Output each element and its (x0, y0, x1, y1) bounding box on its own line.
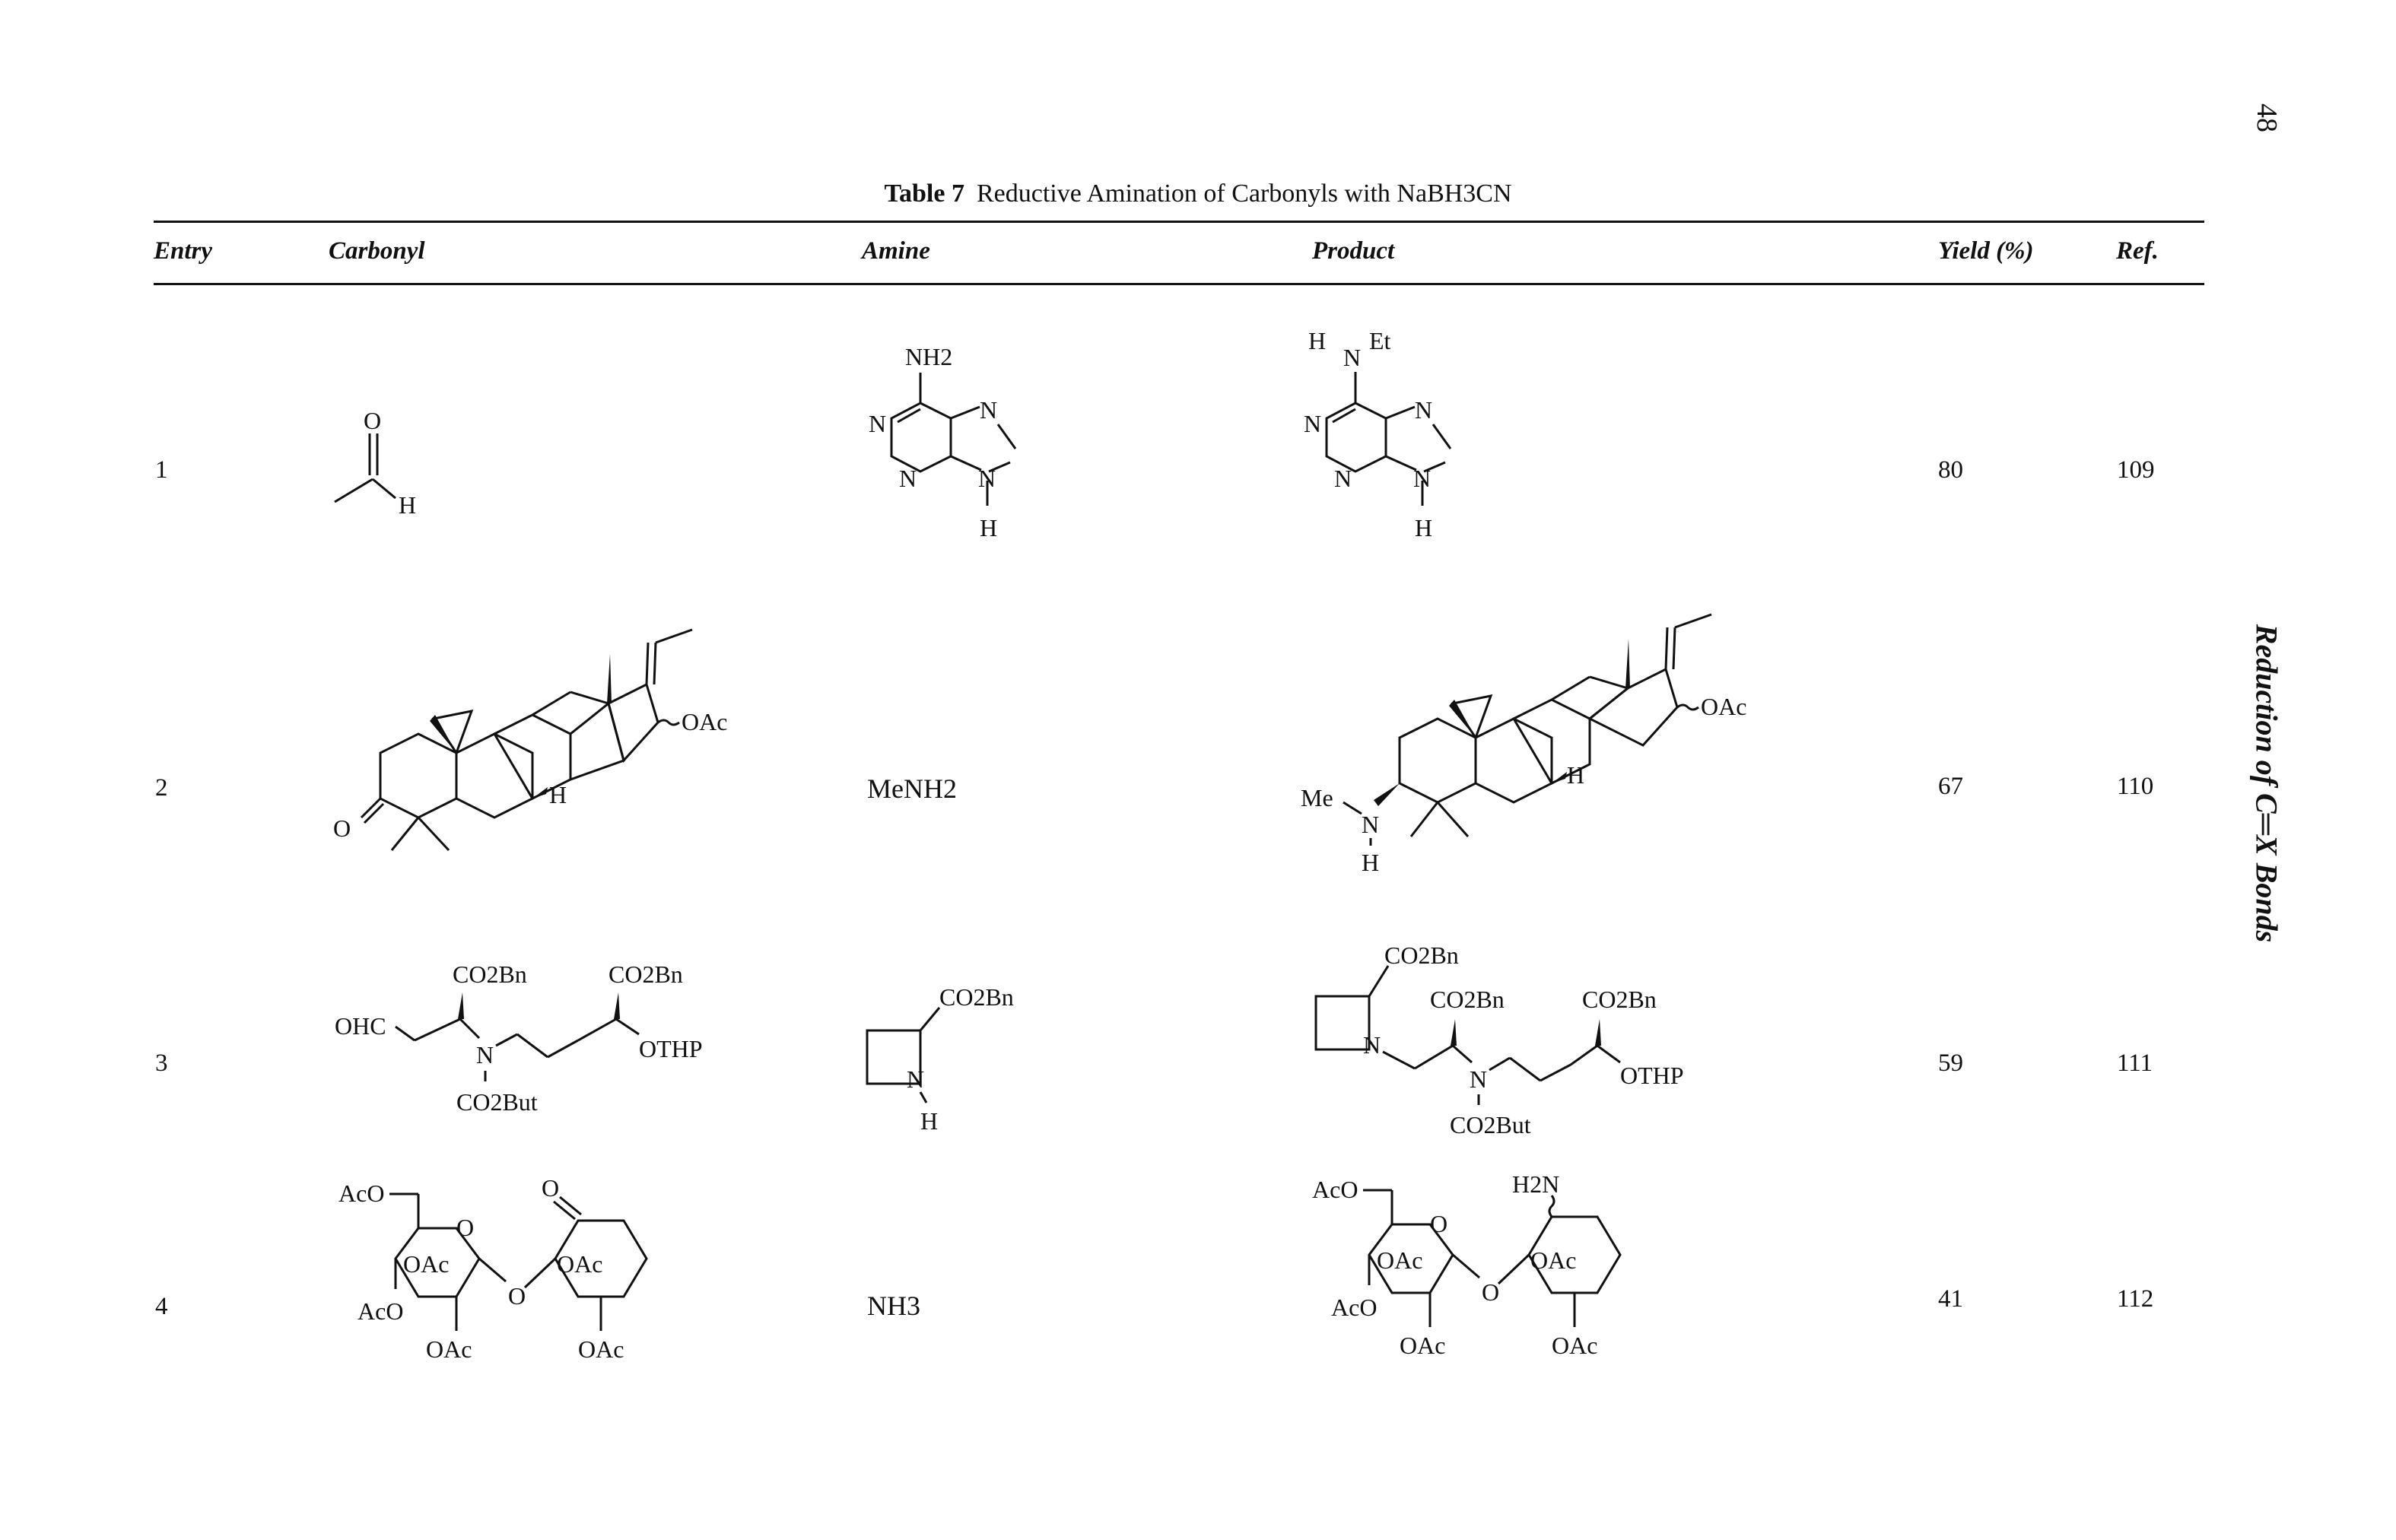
row3-entry: 3 (155, 1049, 168, 1077)
row2-entry: 2 (155, 774, 168, 802)
header-product: Product (1312, 237, 1395, 265)
r1-amine-h: H (980, 514, 997, 541)
r2-product-structure: H OAc Me N H (1301, 613, 1746, 876)
r4-carbonyl-o-ring: O (456, 1214, 474, 1241)
r3-carbonyl-structure: OHC CO2Bn N CO2Bn OTHP CO2But (335, 961, 703, 1116)
row3-ref: 111 (2117, 1049, 2153, 1077)
r3-product-n1: N (1363, 1031, 1381, 1059)
r1-amine-nh2: NH2 (905, 343, 952, 370)
row2-yield: 67 (1938, 773, 1963, 800)
r2-carbonyl-h: H (549, 781, 567, 808)
r3-product-co2bn-c: CO2Bn (1582, 986, 1657, 1013)
r4-product-aco1: AcO (1312, 1176, 1358, 1203)
header-entry: Entry (154, 237, 213, 265)
r4-carbonyl-aco2: AcO (357, 1297, 403, 1325)
row4-entry: 4 (155, 1293, 168, 1320)
r1-product-h9: H (1415, 514, 1432, 541)
r1-product-h: H (1308, 327, 1326, 354)
r3-product-n2: N (1470, 1065, 1487, 1093)
r4-product-aco2: AcO (1331, 1294, 1377, 1321)
r2-carbonyl-o: O (333, 814, 351, 842)
top-rule (154, 221, 2204, 223)
r1-product-n1: N (1304, 410, 1321, 437)
r1-amine-n7: N (980, 396, 997, 424)
r4-carbonyl-oac1: OAc (403, 1250, 449, 1278)
table-label: Table 7 (884, 179, 964, 208)
r3-product-structure: CO2Bn N CO2Bn N CO2Bn OTHP CO2But (1314, 941, 1684, 1138)
row3-yield: 59 (1938, 1049, 1963, 1077)
row2-amine: MeNH2 (867, 773, 957, 804)
r2-carbonyl-oac: OAc (682, 708, 727, 735)
r1-carbonyl-structure: O H (334, 407, 416, 519)
row4-ref: 112 (2117, 1285, 2154, 1313)
r1-product-n9: N (1413, 465, 1431, 492)
r3-amine-structure: CO2Bn N H (866, 983, 1014, 1135)
row4-amine: NH3 (867, 1291, 920, 1321)
r3-product-co2but: CO2But (1450, 1111, 1531, 1138)
header-rule (154, 283, 2204, 285)
r4-carbonyl-oac3: OAc (557, 1250, 602, 1278)
r1-product-structure: H N Et N N N N H (1304, 327, 1452, 541)
r4-carbonyl-o-keto: O (542, 1174, 559, 1202)
row1-yield: 80 (1938, 456, 1963, 484)
r4-product-oac4: OAc (1552, 1332, 1597, 1359)
r4-product-oac3: OAc (1530, 1246, 1576, 1274)
r4-product-o-ring: O (1430, 1210, 1447, 1237)
r1-amine-structure: NH2 N N N N H (869, 343, 1017, 541)
r2-product-n: N (1362, 811, 1379, 838)
r3-carbonyl-co2bn-b: CO2Bn (609, 961, 683, 988)
r1-carbonyl-o: O (364, 407, 381, 434)
r4-carbonyl-o-link: O (508, 1282, 526, 1310)
r4-carbonyl-oac2: OAc (426, 1335, 472, 1363)
table-caption: Reductive Amination of Carbonyls with Na… (976, 179, 1512, 208)
r3-amine-n: N (907, 1065, 924, 1093)
r1-amine-n9: N (978, 465, 996, 492)
r4-product-h2n: H2N (1512, 1170, 1559, 1198)
row1-entry: 1 (155, 456, 168, 484)
r2-carbonyl-structure: H O OAc (333, 628, 727, 852)
running-head: Reduction of C═X Bonds (2249, 624, 2284, 943)
r1-product-n7: N (1415, 396, 1432, 424)
page-number: 48 (2251, 103, 2283, 132)
row4-yield: 41 (1938, 1285, 1963, 1313)
row1-ref: 109 (2117, 456, 2155, 484)
r4-product-structure: AcO O OAc AcO OAc O H2N OAc OAc (1312, 1170, 1622, 1359)
r3-carbonyl-co2but: CO2But (456, 1088, 538, 1116)
r1-amine-n1: N (869, 410, 886, 437)
r2-product-me: Me (1301, 784, 1333, 811)
r4-carbonyl-aco1: AcO (338, 1180, 384, 1207)
r3-amine-co2bn: CO2Bn (939, 983, 1014, 1011)
r2-product-oac: OAc (1701, 693, 1746, 720)
r1-product-et: Et (1369, 327, 1391, 354)
r1-product-n3: N (1334, 465, 1352, 492)
r4-carbonyl-structure: AcO O OAc AcO OAc O O OAc OAc (338, 1174, 648, 1363)
r3-amine-h: H (920, 1107, 938, 1135)
r4-product-oac1: OAc (1377, 1246, 1422, 1274)
r1-amine-n3: N (899, 465, 917, 492)
table-title: Table 7 Reductive Amination of Carbonyls … (0, 179, 2396, 208)
r3-product-co2bn-a: CO2Bn (1384, 941, 1459, 969)
r1-carbonyl-h: H (399, 491, 416, 519)
r2-product-h: H (1567, 761, 1584, 789)
r4-carbonyl-oac4: OAc (578, 1335, 624, 1363)
header-amine: Amine (862, 237, 930, 265)
r3-product-co2bn-b: CO2Bn (1430, 986, 1505, 1013)
r4-product-oac2: OAc (1400, 1332, 1445, 1359)
header-ref: Ref. (2116, 237, 2159, 265)
header-yield: Yield (%) (1938, 237, 2034, 265)
r2-product-hn: H (1362, 849, 1379, 876)
r3-carbonyl-othp: OTHP (639, 1035, 703, 1062)
r3-carbonyl-n: N (476, 1041, 494, 1068)
r1-product-n: N (1343, 344, 1361, 371)
r3-carbonyl-ohc: OHC (335, 1012, 386, 1040)
header-carbonyl: Carbonyl (329, 237, 425, 265)
row2-ref: 110 (2117, 773, 2154, 800)
r3-carbonyl-co2bn-a: CO2Bn (453, 961, 527, 988)
r4-product-o-link: O (1482, 1278, 1499, 1306)
r3-product-othp: OTHP (1620, 1062, 1684, 1089)
